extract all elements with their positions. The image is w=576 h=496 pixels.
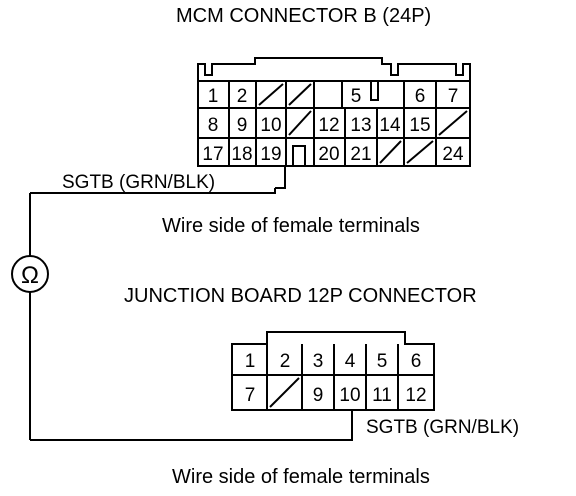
mcm-connector-shell (197, 57, 471, 167)
mcm-terminal: 6 (415, 86, 426, 107)
junction-terminal-numbers: 1 2 3 4 5 6 7 9 10 11 12 (245, 351, 427, 406)
mcm-terminal: 14 (379, 115, 401, 136)
junction-terminal: 4 (345, 351, 356, 372)
junction-empty-slash (269, 377, 300, 408)
mcm-wire-label: SGTB (GRN/BLK) (62, 172, 216, 193)
probe-wire-upper (30, 188, 276, 194)
mcm-terminal: 24 (442, 144, 464, 165)
junction-terminal: 2 (280, 351, 291, 372)
mcm-terminal: 20 (318, 144, 339, 165)
mcm-terminal: 8 (208, 115, 219, 136)
mcm-connector-title: MCM CONNECTOR B (24P) (176, 5, 432, 27)
mcm-terminal: 12 (318, 115, 339, 136)
probe-wire-lower (30, 410, 353, 441)
junction-terminal: 12 (405, 385, 426, 406)
mcm-terminal: 18 (231, 144, 252, 165)
junction-terminal: 3 (313, 351, 324, 372)
mcm-wire-bracket (275, 166, 286, 189)
mcm-terminal: 17 (202, 144, 223, 165)
junction-terminal: 5 (377, 351, 388, 372)
junction-connector-title: JUNCTION BOARD 12P CONNECTOR (124, 285, 477, 307)
mcm-empty-slash (288, 83, 312, 106)
ohm-symbol: Ω (21, 262, 39, 289)
mcm-terminal: 19 (260, 144, 281, 165)
junction-terminal: 10 (339, 385, 360, 406)
mcm-caption: Wire side of female terminals (162, 215, 420, 237)
mcm-empty-slash (379, 140, 402, 164)
mcm-empty-slash (288, 110, 312, 136)
mcm-empty-slash (406, 140, 434, 164)
mcm-terminal: 10 (260, 115, 281, 136)
junction-terminal: 11 (372, 385, 392, 406)
mcm-terminal-numbers: 1 2 5 6 7 8 9 10 12 13 14 15 17 18 19 20… (202, 86, 464, 165)
mcm-terminal: 21 (350, 144, 371, 165)
junction-caption: Wire side of female terminals (172, 466, 430, 488)
mcm-terminal: 13 (350, 115, 371, 136)
mcm-terminal: 1 (208, 86, 219, 107)
junction-terminal: 9 (313, 385, 324, 406)
mcm-terminal: 9 (237, 115, 248, 136)
mcm-empty-slash (258, 83, 284, 106)
mcm-terminal: 2 (237, 86, 248, 107)
mcm-terminal: 5 (351, 86, 362, 107)
junction-terminal: 7 (245, 385, 256, 406)
mcm-terminal: 7 (448, 86, 459, 107)
mcm-bottom-key (285, 138, 306, 166)
mcm-center-key (370, 81, 379, 101)
mcm-empty-slash (438, 110, 468, 136)
junction-connector-shell (231, 331, 435, 411)
junction-terminal: 6 (411, 351, 422, 372)
mcm-terminal: 15 (409, 115, 430, 136)
junction-terminal: 1 (245, 351, 256, 372)
junction-wire-label: SGTB (GRN/BLK) (366, 417, 520, 438)
